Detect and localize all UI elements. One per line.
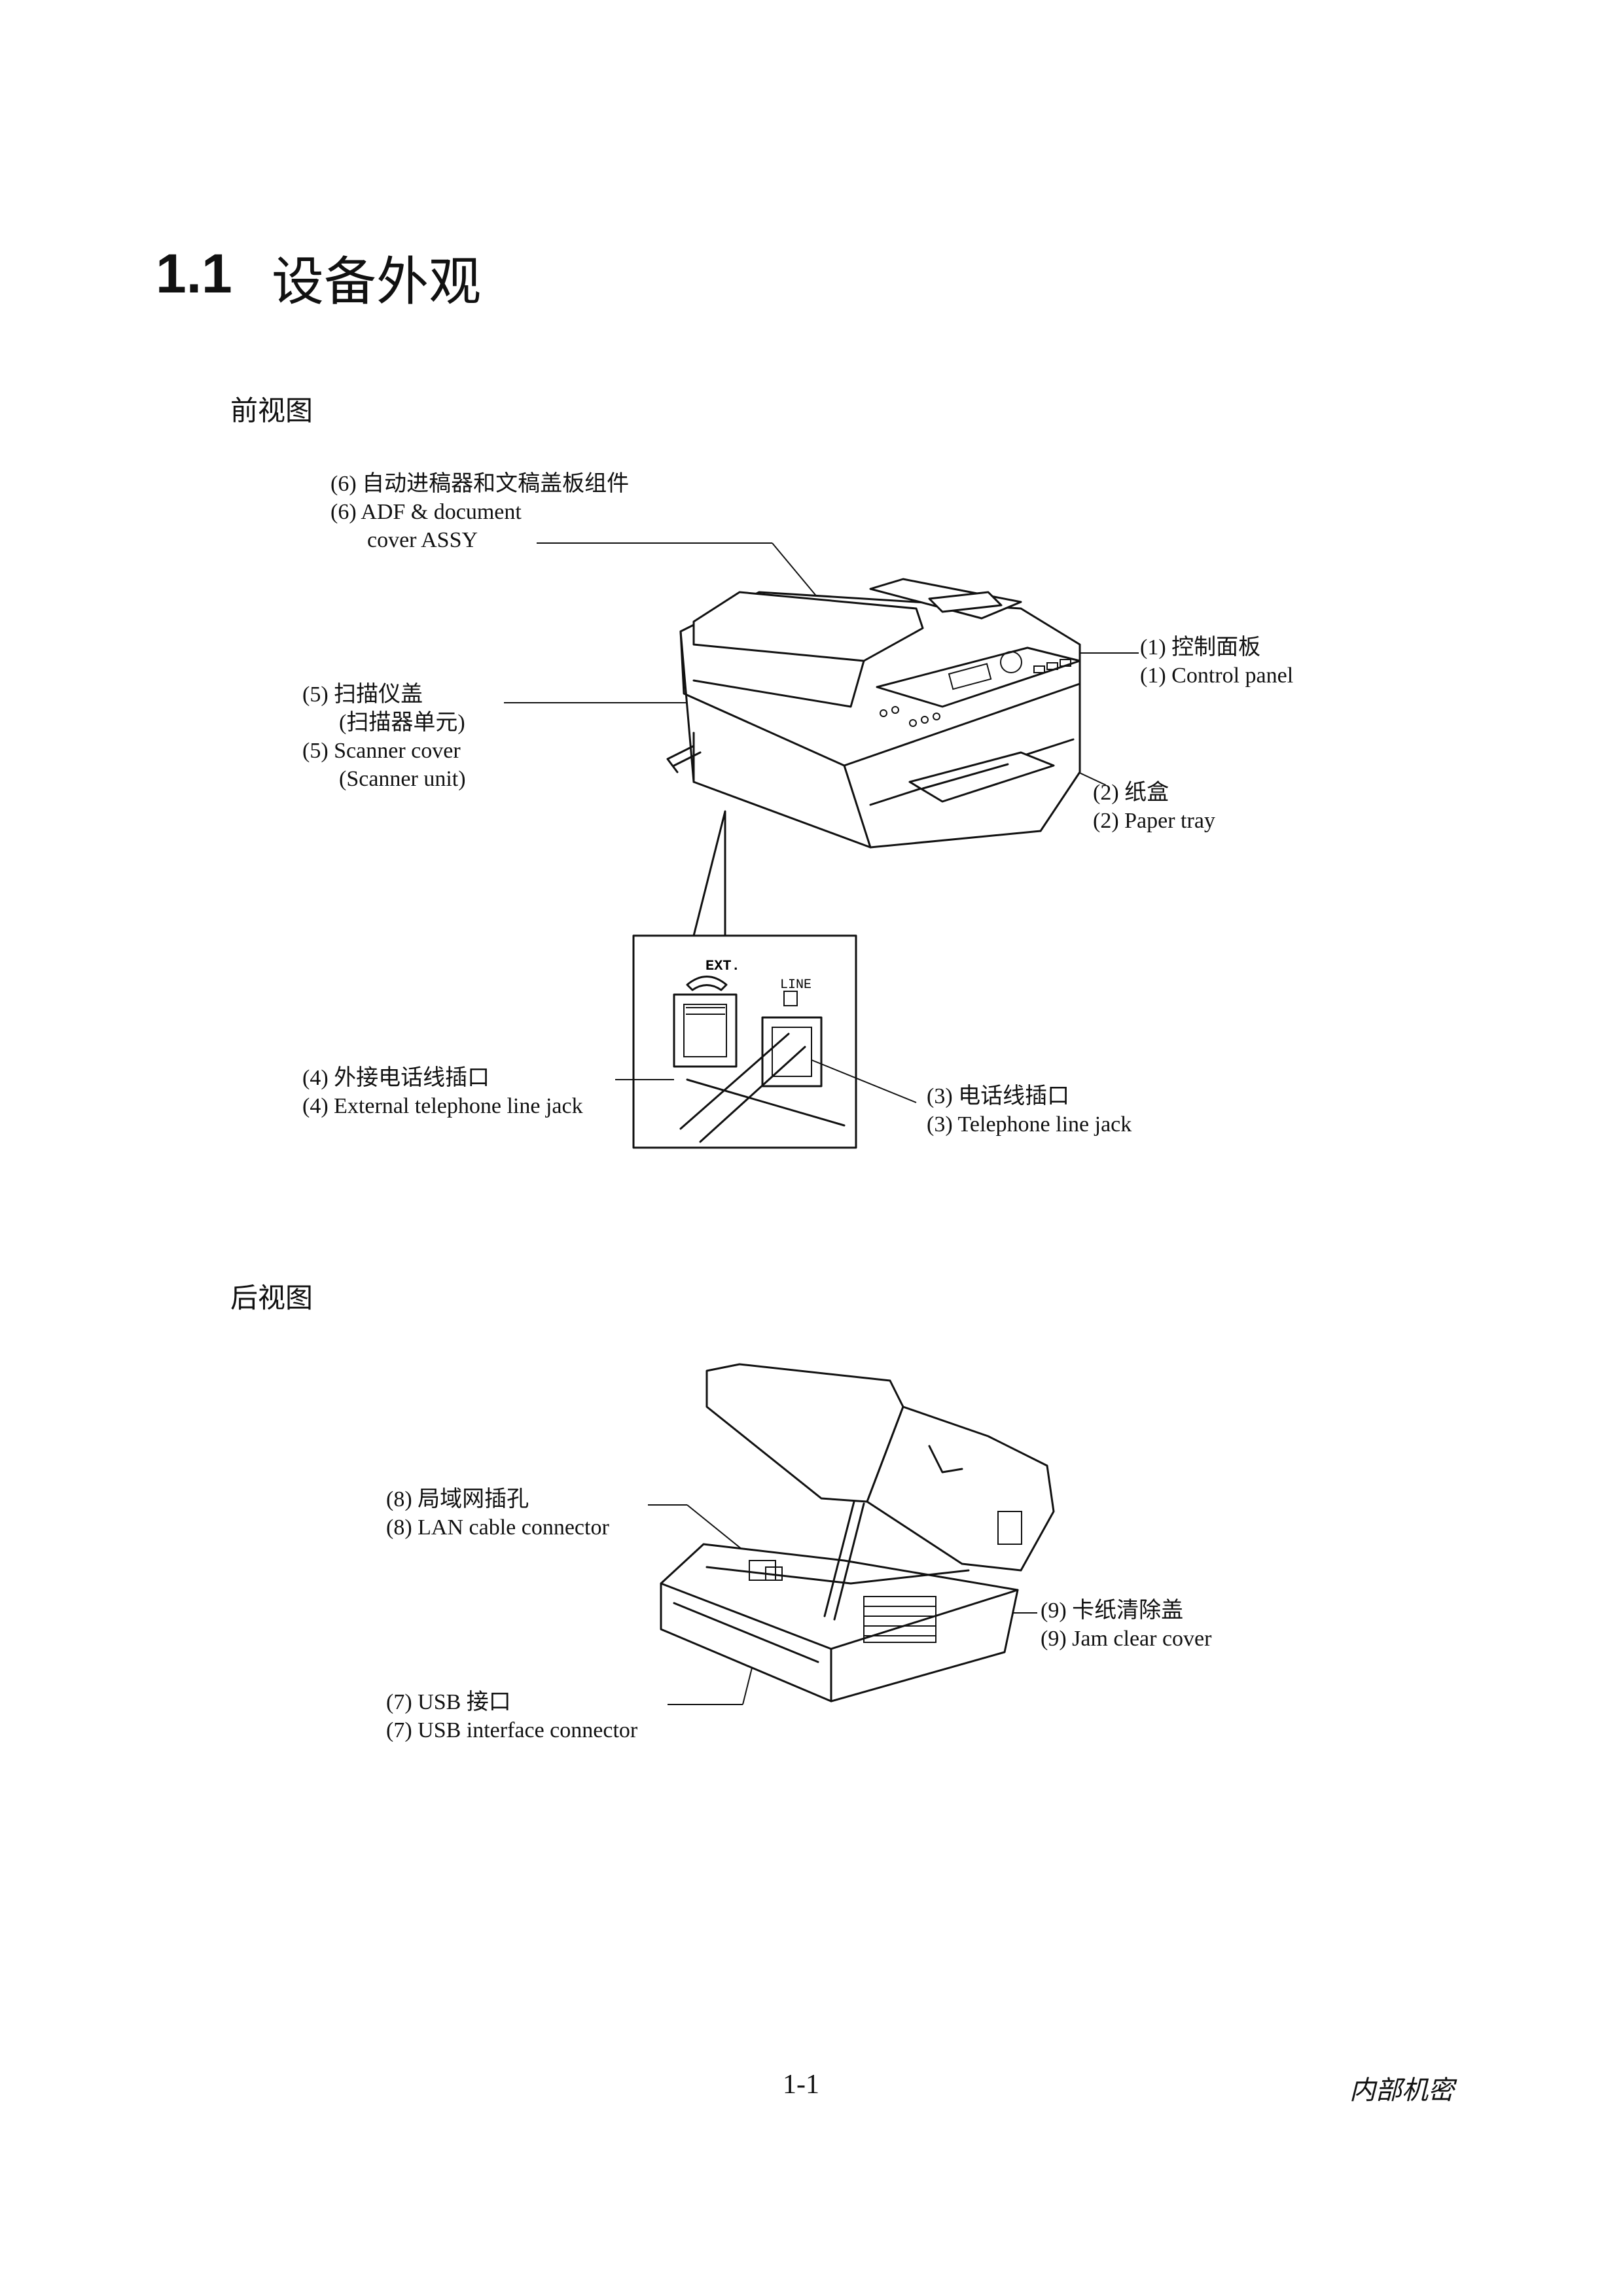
phone-handset-icon bbox=[686, 976, 728, 991]
label-adf: (6) 自动进稿器和文稿盖板组件 (6) ADF & document cove… bbox=[330, 472, 630, 552]
front-view-title: 前视图 bbox=[230, 395, 313, 427]
label-jam-clear-cover: (9) 卡纸清除盖 (9) Jam clear cover bbox=[1041, 1598, 1212, 1651]
label-control-panel: (1) 控制面板 (1) Control panel bbox=[1140, 635, 1294, 688]
inset-pointer bbox=[692, 810, 726, 937]
section-number: 1.1 bbox=[156, 243, 232, 304]
printer-front-body bbox=[666, 578, 1081, 849]
leader-line-adf-tip bbox=[772, 542, 822, 603]
line-jack-label: LINE bbox=[780, 978, 812, 993]
label-scanner-cover: (5) 扫描仪盖 (扫描器单元) (5) Scanner cover (Scan… bbox=[302, 682, 466, 791]
page-number: 1-1 bbox=[783, 2070, 819, 2100]
line-symbol-icon bbox=[783, 991, 798, 1006]
confidential-mark: 内部机密 bbox=[1349, 2075, 1454, 2106]
rear-view-title: 后视图 bbox=[230, 1282, 313, 1314]
leader-line-line bbox=[811, 1059, 917, 1103]
label-paper-tray: (2) 纸盒 (2) Paper tray bbox=[1093, 781, 1215, 833]
label-external-jack: (4) 外接电话线插口 (4) External telephone line … bbox=[302, 1066, 583, 1118]
printer-rear-body bbox=[660, 1363, 1055, 1703]
label-telephone-jack: (3) 电话线插口 (3) Telephone line jack bbox=[927, 1084, 1132, 1137]
section-title: 设备外观 bbox=[272, 251, 481, 312]
label-usb-connector: (7) USB 接口 (7) USB interface connector bbox=[386, 1690, 638, 1742]
label-lan-connector: (8) 局域网插孔 (8) LAN cable connector bbox=[386, 1487, 609, 1540]
ext-jack-label: EXT. bbox=[705, 958, 740, 974]
inset-jack-panel bbox=[632, 934, 857, 1149]
